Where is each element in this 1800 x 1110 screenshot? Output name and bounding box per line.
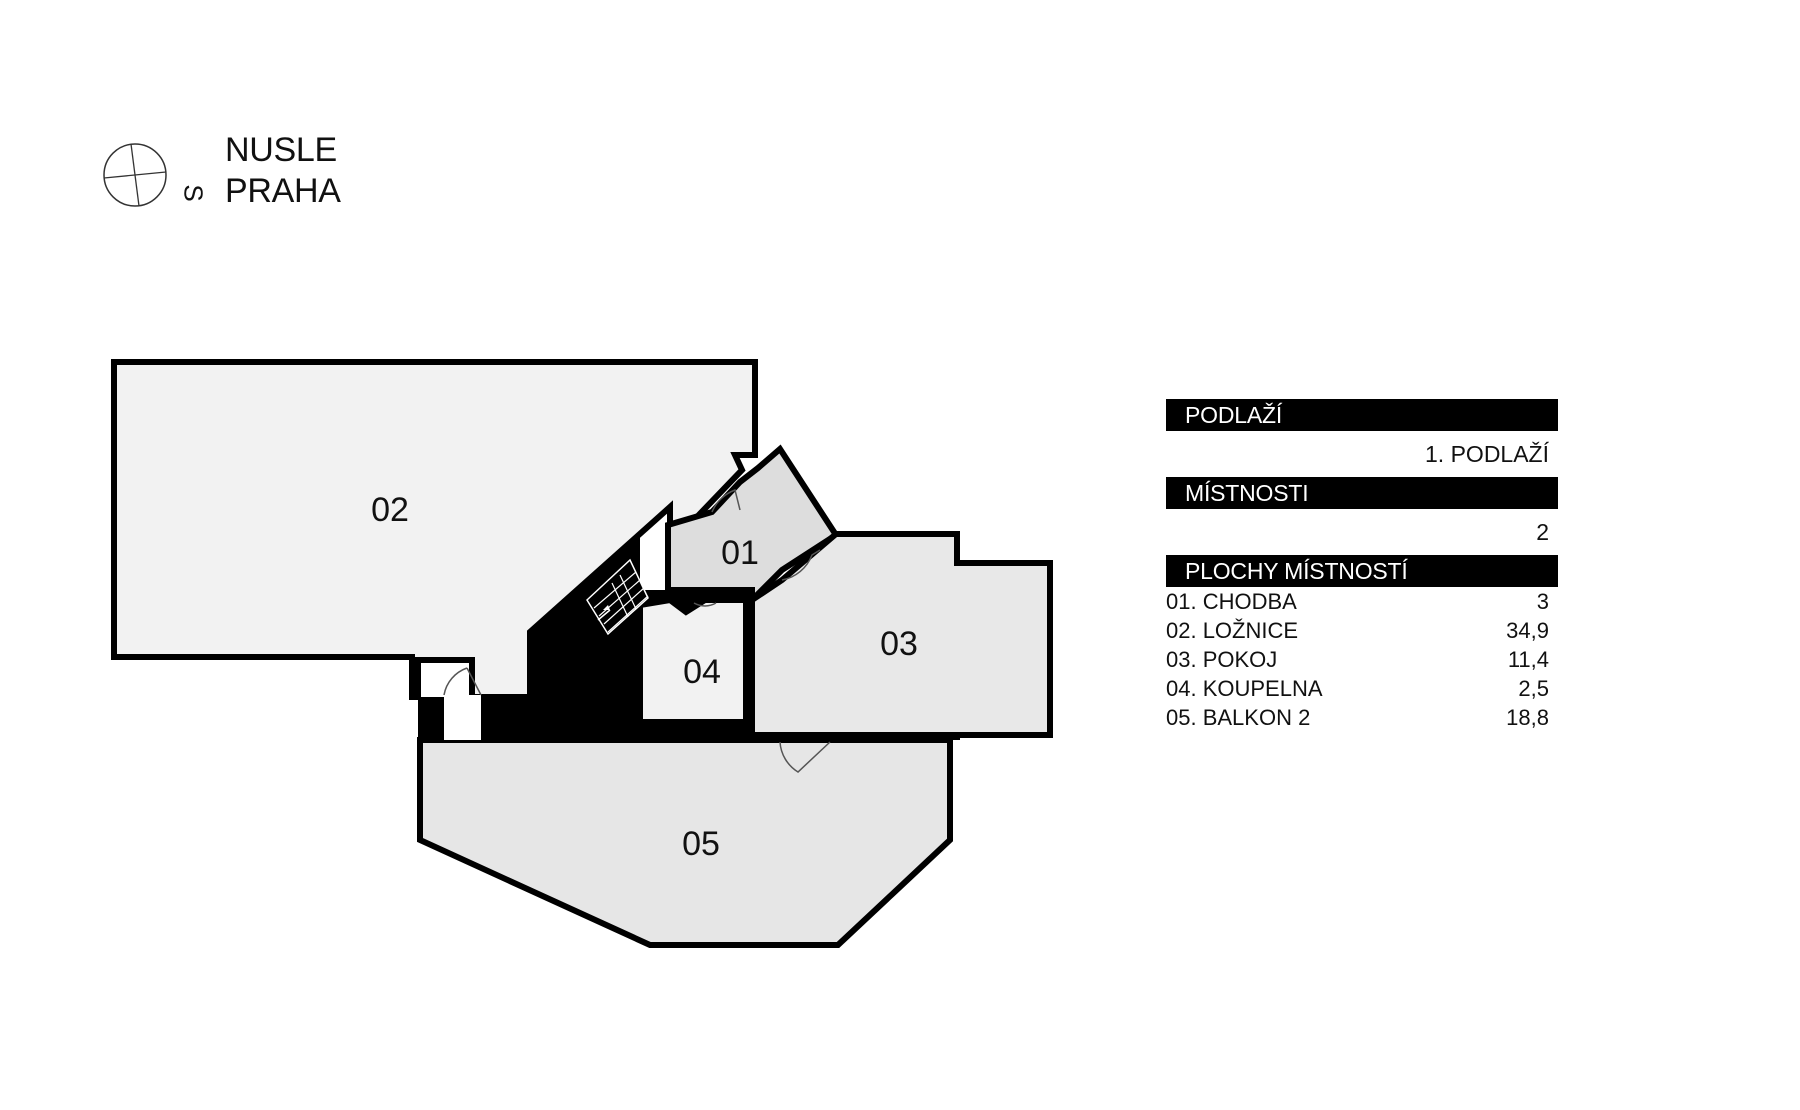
area-value: 11,4 <box>1507 647 1549 672</box>
door-03-05-icon <box>779 741 831 773</box>
area-value: 18,8 <box>1506 705 1549 730</box>
room-label-01: 01 <box>721 534 759 572</box>
area-label: 04. KOUPELNA <box>1166 676 1323 701</box>
door-01-04-icon <box>693 602 717 607</box>
plan-header: S NUSLE PRAHA <box>100 130 420 220</box>
area-row: 05. BALKON 2 18,8 <box>1166 703 1558 732</box>
area-value: 3 <box>1536 589 1549 614</box>
floor-value: 1. PODLAŽÍ <box>1425 441 1549 467</box>
room-04-shape <box>637 596 749 725</box>
areas-header: PLOCHY MÍSTNOSTÍ <box>1166 555 1558 587</box>
rooms-value: 2 <box>1536 519 1549 545</box>
areas-list: 01. CHODBA 3 02. LOŽNICE 34,9 03. POKOJ 11,… <box>1166 587 1558 732</box>
entrance-door-icon <box>443 667 468 696</box>
room-label-04: 04 <box>683 653 721 691</box>
area-row: 01. CHODBA 3 <box>1166 587 1558 616</box>
door-01-03-icon <box>781 549 821 581</box>
room-label-03: 03 <box>880 625 918 663</box>
info-panel: PODLAŽÍ 1. PODLAŽÍ MÍSTNOSTI 2 PLOCHY MÍ… <box>1166 399 1558 732</box>
floor-header: PODLAŽÍ <box>1166 399 1558 431</box>
location-district: NUSLE <box>225 131 337 169</box>
door-01-02-icon <box>711 489 741 513</box>
compass-icon <box>103 143 167 207</box>
area-value: 34,9 <box>1506 618 1549 643</box>
area-row: 04. KOUPELNA 2,5 <box>1166 674 1558 703</box>
location-title: NUSLE PRAHA <box>225 130 341 212</box>
area-row: 03. POKOJ 11,4 <box>1166 645 1558 674</box>
area-label: 03. POKOJ <box>1166 647 1278 672</box>
area-value: 2,5 <box>1518 676 1549 701</box>
staircase-icon <box>586 558 649 636</box>
room-03-shape <box>749 531 1053 738</box>
entrance-opening <box>444 695 481 740</box>
area-label: 02. LOŽNICE <box>1166 618 1299 643</box>
room-05-shape <box>417 737 953 948</box>
room-label-02: 02 <box>371 491 409 529</box>
area-label: 01. CHODBA <box>1166 589 1297 614</box>
room-02-shape <box>111 359 758 700</box>
rooms-header: MÍSTNOSTI <box>1166 477 1558 509</box>
entrance-door-leaf <box>466 667 482 696</box>
area-label: 05. BALKON 2 <box>1166 705 1311 730</box>
area-row: 02. LOŽNICE 34,9 <box>1166 616 1558 645</box>
location-city: PRAHA <box>225 172 341 210</box>
room-label-05: 05 <box>682 825 720 863</box>
